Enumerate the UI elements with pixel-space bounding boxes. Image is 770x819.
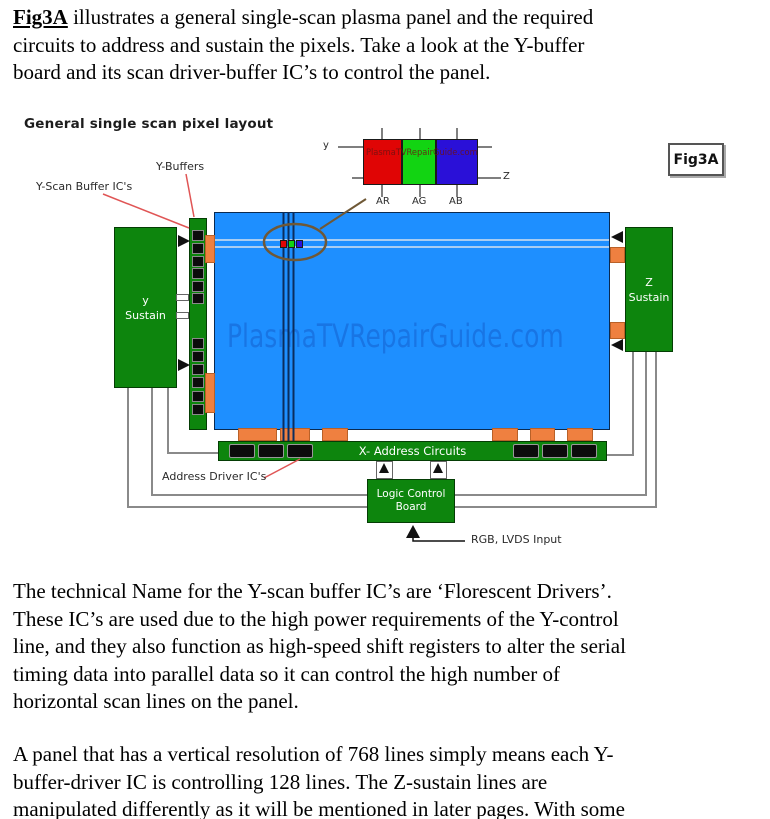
watermark-small: PlasmaTVRepairGuide.com	[366, 148, 478, 158]
leader-line	[263, 458, 301, 479]
flex-connector	[492, 428, 518, 441]
y-buffers-label: Y-Buffers	[156, 160, 205, 173]
arrow-up-icon	[433, 463, 443, 473]
arrow-left-icon	[611, 339, 623, 351]
text-line: A panel that has a vertical resolution o…	[13, 742, 614, 766]
z-sustain-label: Z Sustain	[626, 275, 672, 305]
buffer-ic	[192, 391, 204, 402]
ab-label: AB	[449, 196, 463, 207]
arrow-up-icon	[379, 463, 389, 473]
y-scan-buffer-ics-label: Y-Scan Buffer IC's	[36, 180, 133, 193]
y-sustain-label: y Sustain	[115, 293, 176, 323]
text-line: illustrates a general single-scan plasma…	[67, 5, 594, 29]
arrow-up-icon	[406, 525, 420, 538]
text-line: line, and they also function as high-spe…	[13, 634, 626, 658]
address-driver-ic	[287, 444, 313, 458]
address-driver-ics-label: Address Driver IC's	[162, 470, 267, 483]
x-address-board: X- Address Circuits	[218, 441, 607, 461]
z-sustain-board: Z Sustain	[625, 227, 673, 352]
flex-connector	[567, 428, 593, 441]
address-driver-ic	[571, 444, 597, 458]
buffer-ic	[192, 256, 204, 267]
paragraph-resolution: A panel that has a vertical resolution o…	[13, 741, 763, 819]
logic-control-board: Logic Control Board	[367, 479, 455, 523]
zoom-ellipse	[262, 222, 328, 262]
buffer-ic	[192, 351, 204, 362]
buffer-ic	[192, 281, 204, 292]
logic-board-label-line2: Board	[395, 501, 427, 513]
pixel-dot-green	[288, 240, 295, 248]
flex-connector	[205, 373, 215, 413]
ar-label: AR	[376, 196, 390, 207]
diagram-title: General single scan pixel layout	[24, 116, 274, 132]
buffer-ic	[192, 404, 204, 415]
flex-connector	[322, 428, 348, 441]
y-sustain-label-line1: y	[142, 293, 149, 307]
rgb-lvds-input-label: RGB, LVDS Input	[471, 533, 562, 546]
text-line: Fig3A illustrates a general single-scan …	[13, 4, 763, 32]
flex-connector	[610, 247, 625, 263]
buffer-ic	[192, 243, 204, 254]
paragraph-intro: Fig3A illustrates a general single-scan …	[13, 4, 763, 87]
ag-label: AG	[412, 196, 427, 207]
pixel-cell-blue	[436, 139, 478, 185]
text-line: timing data into parallel data so it can…	[13, 661, 561, 686]
buffer-ic	[192, 268, 204, 279]
z-sustain-label-line2: Sustain	[628, 290, 670, 304]
scan-line	[215, 246, 609, 248]
text-line: These IC’s are used due to the high powe…	[13, 606, 619, 631]
flex-connector	[205, 235, 215, 263]
address-driver-ic	[258, 444, 284, 458]
pixel-dot-red	[280, 240, 287, 248]
axis-y-label: y	[323, 140, 329, 151]
zoom-callout-line	[319, 198, 367, 230]
text-line: The technical Name for the Y-scan buffer…	[13, 579, 612, 603]
address-driver-ic	[229, 444, 255, 458]
text-line: buffer-driver IC is controlling 128 line…	[13, 769, 548, 794]
buffer-ic	[192, 230, 204, 241]
scan-line	[215, 239, 609, 241]
text-line: horizontal scan lines on the panel.	[13, 689, 299, 713]
pixel-cell-red	[363, 139, 402, 185]
text-line: manipulated differently as it will be me…	[13, 797, 625, 819]
text-line: board and its scan driver-buffer IC’s to…	[13, 60, 491, 84]
pixel-cell-green	[402, 139, 436, 185]
wire	[167, 388, 218, 454]
text-line: circuits to address and sustain the pixe…	[13, 32, 585, 57]
flex-connector	[530, 428, 555, 441]
address-driver-ic	[513, 444, 539, 458]
address-driver-ic	[542, 444, 568, 458]
leader-line	[185, 173, 195, 218]
logic-board-label: Logic Control Board	[368, 488, 454, 514]
pixel-dot-blue	[296, 240, 303, 248]
buffer-ic	[192, 293, 204, 304]
annotation-layer	[102, 173, 623, 542]
buffer-ic	[192, 377, 204, 388]
wire	[607, 352, 634, 456]
paragraph-florescent-drivers: The technical Name for the Y-scan buffer…	[13, 578, 763, 716]
axis-z-label: Z	[503, 171, 510, 182]
x-address-label: X- Address Circuits	[358, 443, 467, 458]
flex-connector	[610, 322, 625, 339]
y-sustain-board: y Sustain	[114, 227, 177, 388]
fig-label-box: Fig3A	[668, 143, 724, 176]
flex-connector	[238, 428, 277, 441]
arrow-right-icon	[178, 359, 190, 371]
logic-board-label-line1: Logic Control	[376, 488, 446, 500]
arrow-left-icon	[611, 231, 623, 243]
y-sustain-label-line2: Sustain	[125, 308, 166, 322]
leader-line	[102, 193, 190, 229]
buffer-ic	[192, 364, 204, 375]
buffer-ic	[192, 338, 204, 349]
rgb-input-line	[412, 538, 465, 542]
arrow-right-icon	[178, 235, 190, 247]
connector-stub	[176, 294, 189, 301]
z-sustain-label-line1: Z	[645, 275, 653, 289]
connector-stub	[176, 312, 189, 319]
fig-reference: Fig3A	[13, 5, 68, 29]
